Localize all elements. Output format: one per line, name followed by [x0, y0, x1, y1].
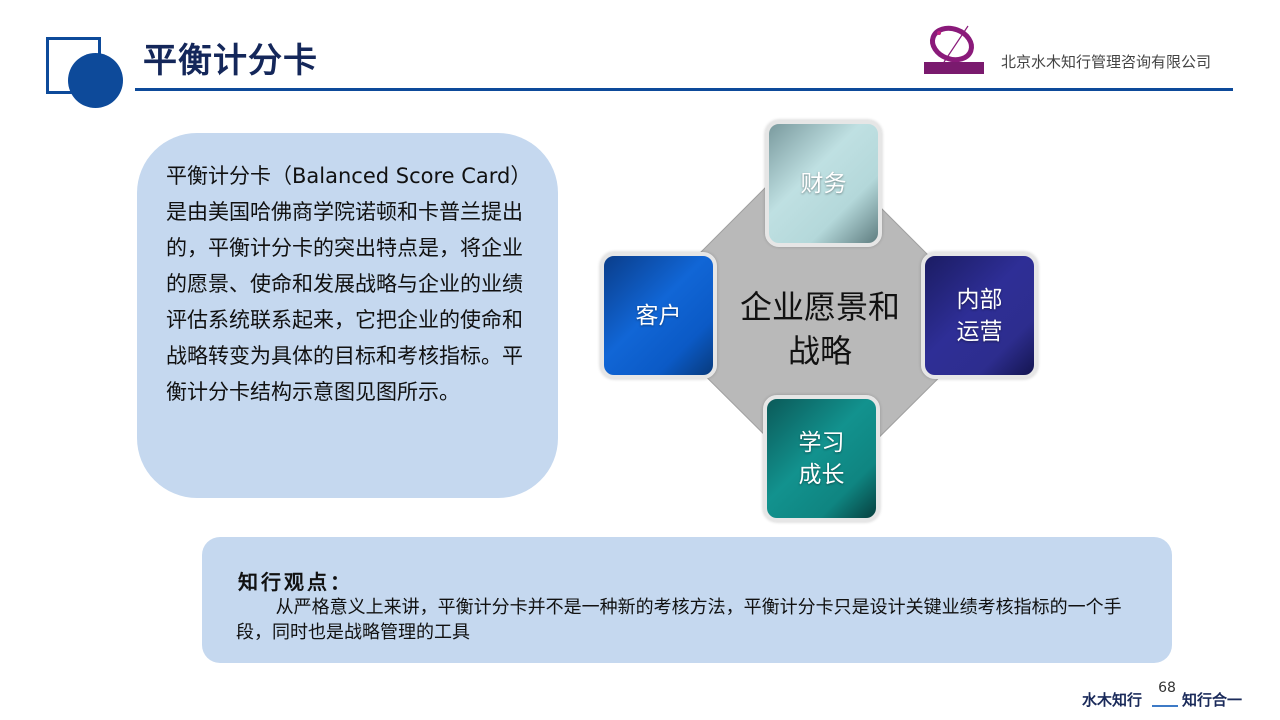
company-name: 北京水木知行管理咨询有限公司	[1001, 53, 1212, 71]
footer-slogan: 知行合一	[1182, 691, 1243, 709]
opinion-box	[202, 537, 1172, 663]
page-number: 68	[1158, 680, 1176, 696]
learning-growth-box: 学习成长	[763, 395, 880, 522]
intro-bubble	[137, 133, 558, 498]
learning-growth-label: 学习成长	[798, 429, 845, 488]
title-circle-decoration	[68, 53, 123, 108]
header-divider	[135, 88, 1233, 91]
internal-operations-label: 内部运营	[956, 286, 1003, 345]
finance-box: 财务	[765, 120, 882, 247]
opinion-title: 知行观点：	[238, 570, 353, 594]
customer-label: 客户	[635, 302, 682, 329]
footer-brand: 水木知行	[1082, 691, 1143, 709]
page-title: 平衡计分卡	[143, 41, 318, 81]
finance-label: 财务	[800, 170, 847, 197]
balanced-scorecard-diagram: 企业愿景和战略 财务 客户 内部运营 学习成长	[590, 110, 1050, 530]
internal-operations-box: 内部运营	[921, 252, 1038, 379]
center-label: 企业愿景和战略	[739, 288, 900, 370]
customer-box: 客户	[600, 252, 717, 379]
intro-text: 平衡计分卡（Balanced Score Card）是由美国哈佛商学院诺顿和卡普…	[166, 164, 532, 404]
page-number-underline	[1152, 705, 1178, 707]
opinion-text: 从严格意义上来讲，平衡计分卡并不是一种新的考核方法，平衡计分卡只是设计关键业绩考…	[236, 597, 1122, 643]
company-logo	[924, 25, 984, 74]
